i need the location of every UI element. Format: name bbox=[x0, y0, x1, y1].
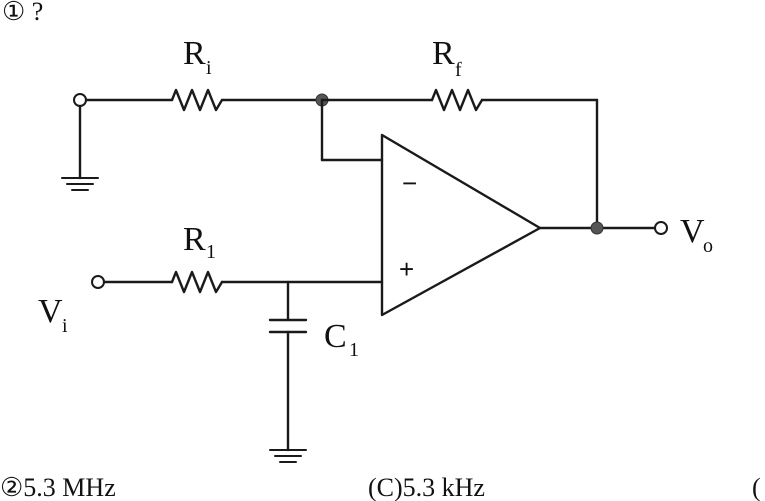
svg-text:R: R bbox=[432, 35, 455, 72]
resistor-rf bbox=[430, 88, 484, 112]
junction-node-output bbox=[590, 221, 604, 235]
svg-text:i: i bbox=[206, 57, 212, 79]
svg-text:i: i bbox=[62, 315, 68, 337]
op-amp-triangle bbox=[380, 133, 542, 317]
label-ri: R i bbox=[183, 35, 212, 79]
answer-fragment-left: ②5.3 MHz bbox=[0, 473, 116, 501]
vi-input-terminal bbox=[91, 275, 105, 289]
ri-input-terminal bbox=[73, 93, 87, 107]
svg-text:1: 1 bbox=[206, 241, 216, 263]
ground-symbol-left bbox=[61, 177, 99, 191]
answer-fragment-mid: (C)5.3 kHz bbox=[368, 473, 485, 501]
svg-text:V: V bbox=[680, 213, 705, 250]
svg-text:f: f bbox=[455, 59, 462, 81]
vo-output-terminal bbox=[654, 221, 668, 235]
label-r1: R 1 bbox=[183, 221, 216, 263]
inverting-sign: − bbox=[402, 168, 417, 198]
answer-fragment-right: ( bbox=[752, 473, 761, 501]
label-rf: R f bbox=[432, 35, 462, 81]
label-vi: V i bbox=[38, 293, 68, 337]
svg-text:R: R bbox=[183, 35, 206, 72]
ground-symbol-bottom bbox=[269, 449, 307, 463]
label-c1: C 1 bbox=[324, 318, 359, 361]
noninverting-sign: + bbox=[399, 254, 414, 284]
resistor-ri bbox=[170, 88, 224, 112]
svg-text:1: 1 bbox=[349, 339, 359, 361]
svg-text:V: V bbox=[38, 293, 63, 330]
header-fragment: ① ? bbox=[2, 0, 43, 26]
resistor-r1 bbox=[170, 270, 224, 294]
svg-text:C: C bbox=[324, 318, 347, 355]
label-vo: V o bbox=[680, 213, 713, 257]
svg-text:o: o bbox=[703, 235, 713, 257]
svg-text:R: R bbox=[183, 221, 206, 258]
